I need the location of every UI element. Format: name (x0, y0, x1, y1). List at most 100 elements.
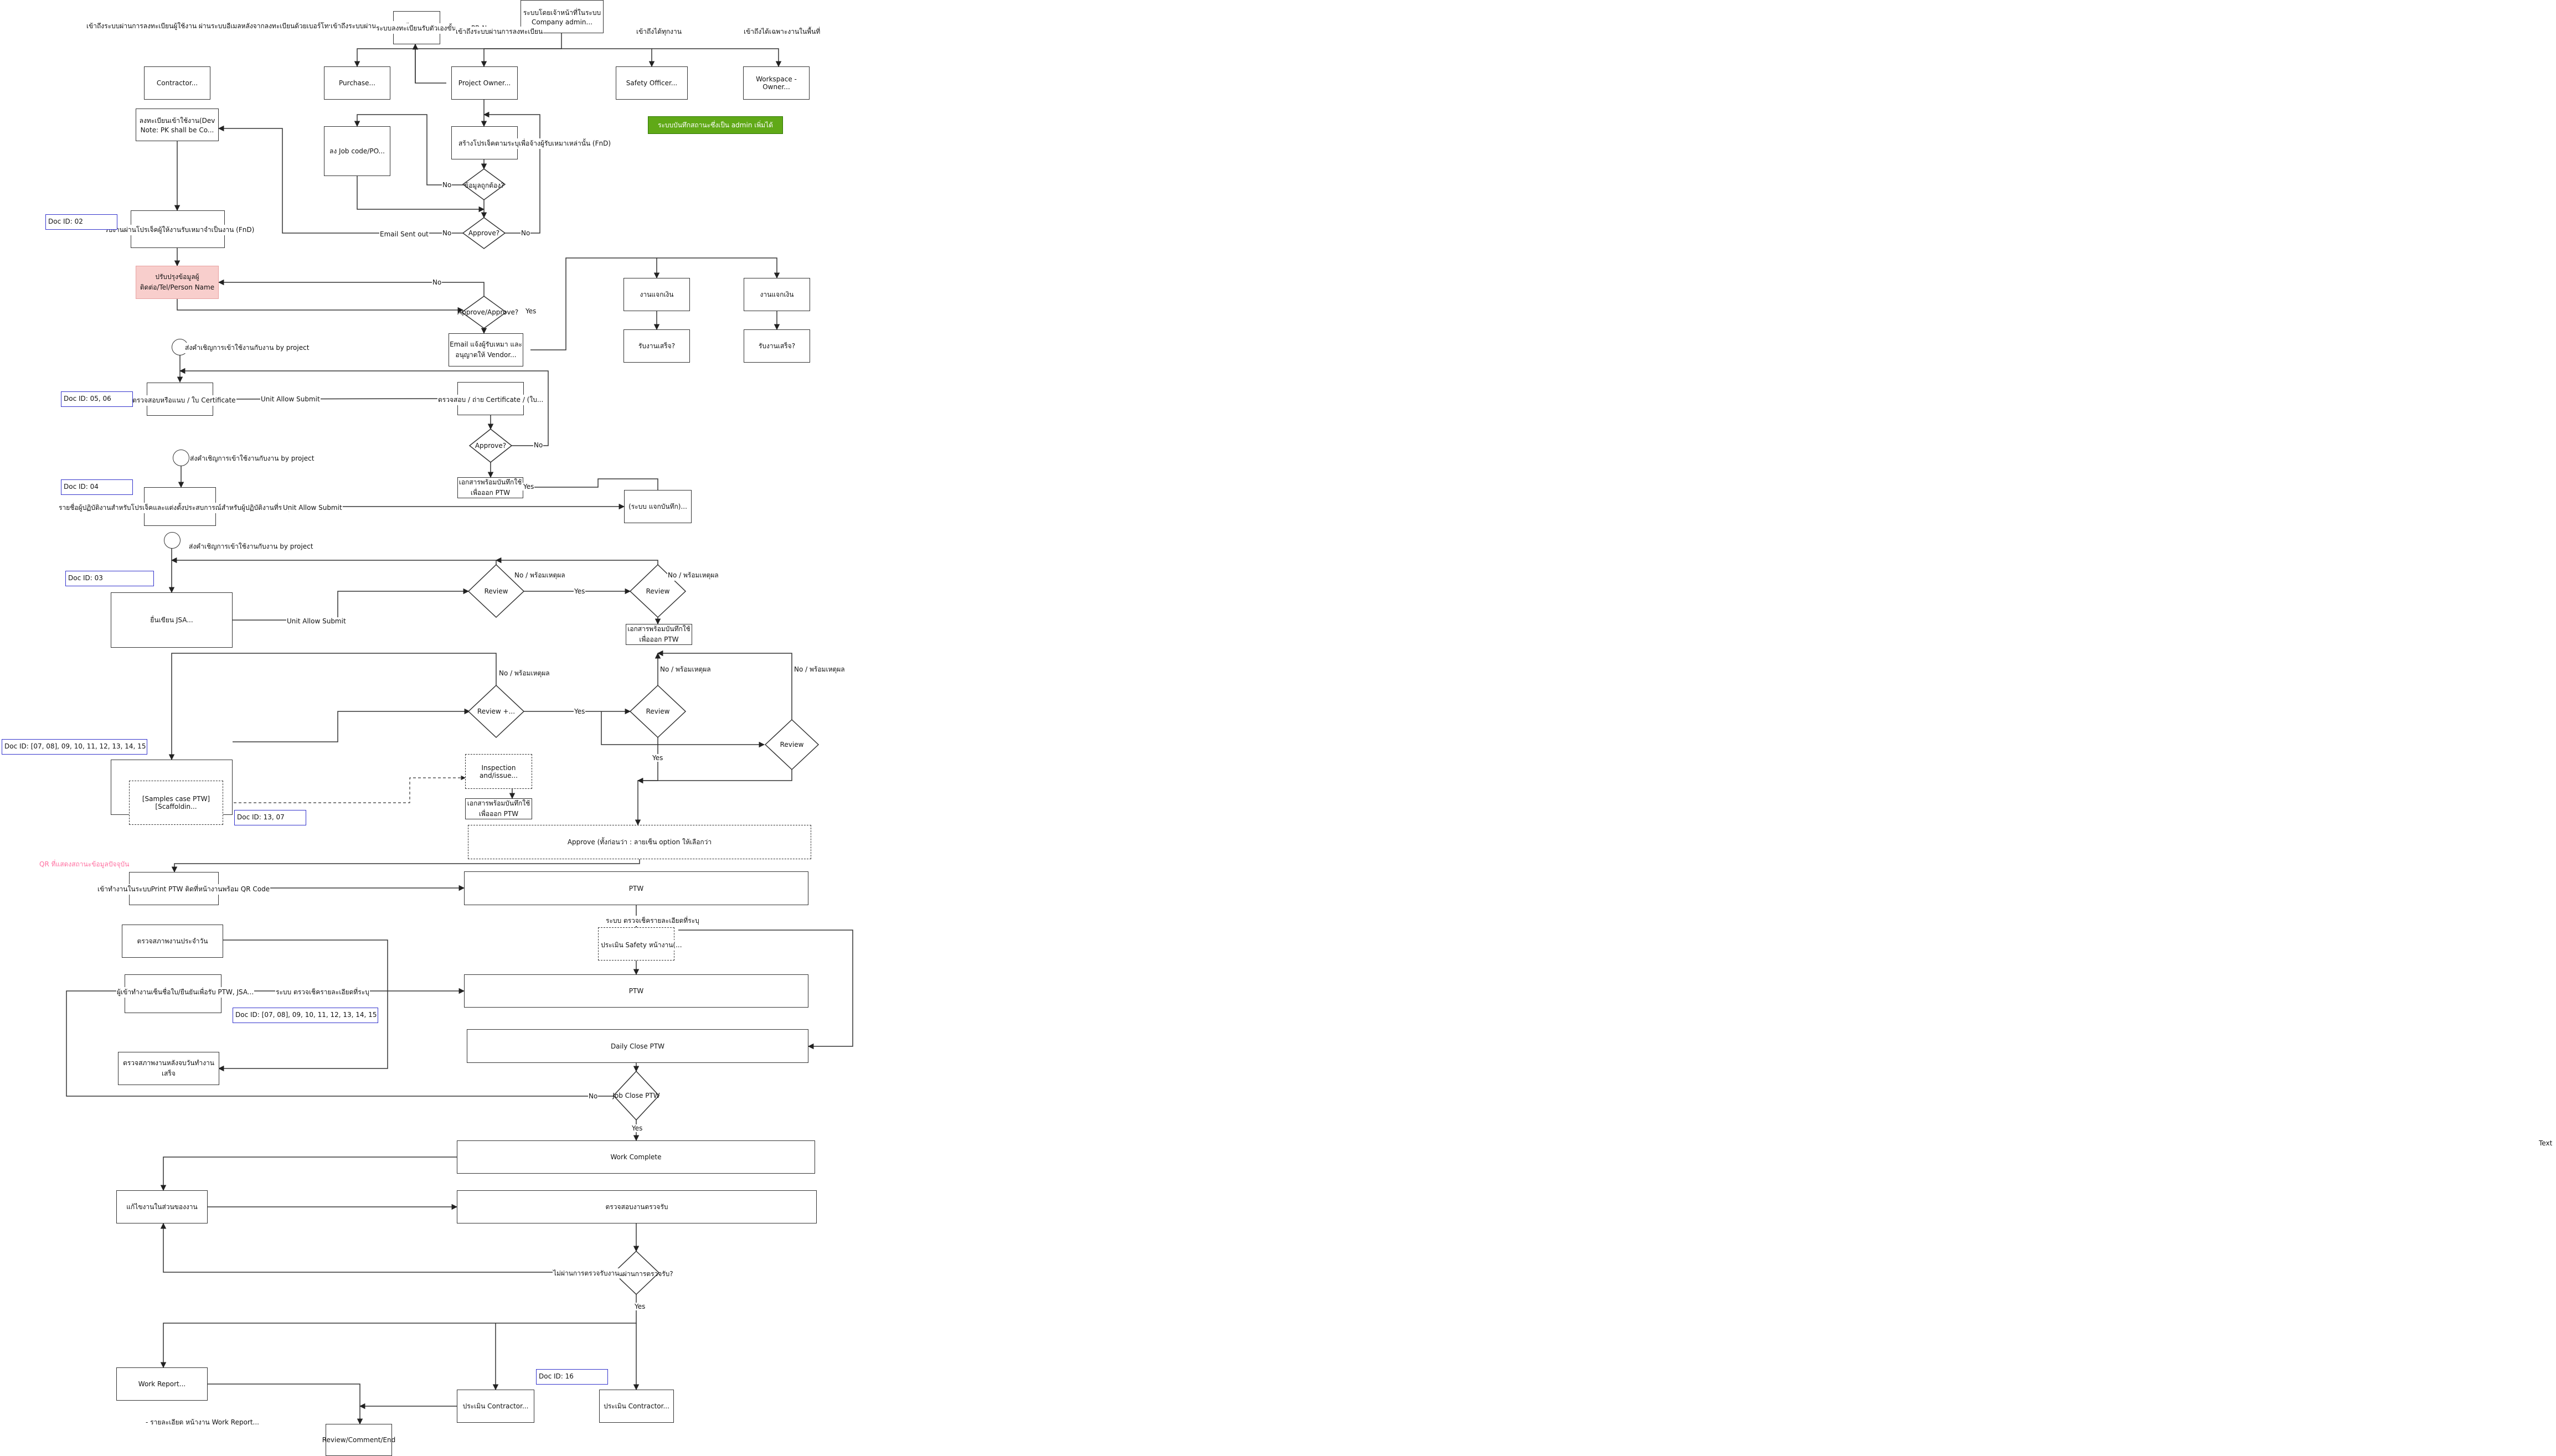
top-left-note: เข้าถึงระบบผ่านการลงทะเบียนผู้ใช้งาน ผ่า… (86, 21, 380, 32)
edge-samples-inspection (219, 775, 466, 803)
edge-readybox-doc (522, 478, 658, 491)
workspace-owner-box[interactable]: Workspace - Owner... (743, 66, 810, 100)
label-yes-ready: Yes (523, 483, 535, 491)
approve3-diamond-label[interactable]: Approve? (475, 442, 507, 450)
daily-close-box[interactable]: Daily Close PTW (467, 1029, 808, 1063)
doc-ready-ptw-box[interactable]: เอกสารพร้อมบันทึกใช้เพื่อออก PTW (626, 624, 692, 645)
review-a-diamond-label[interactable]: Review (484, 587, 508, 595)
pink-contact-box[interactable]: ปรับปรุงข้อมูลผู้ติดต่อ/Tel/Person Name (136, 266, 219, 299)
safety-officer-box[interactable]: Safety Officer... (616, 66, 688, 100)
no-reason-1: No / พร้อมเหตุผล (514, 570, 566, 581)
safety-check-label: ประเมิน Safety หน้างาน(... (600, 940, 683, 951)
edge-job-no (66, 988, 619, 1097)
edge-complete-fix (160, 1156, 457, 1191)
no-reason-4: No / พร้อมเหตุผล (659, 664, 712, 675)
qr-status-note: QR ที่แสดงสถานะข้อมูลปัจจุบัน (39, 860, 130, 868)
accept-diamond-label[interactable]: งานผ่านการตรวจรับ? (611, 1270, 673, 1278)
work-right-box[interactable]: งานแจกเงิน (744, 278, 810, 311)
review-comment-box[interactable]: Review/Comment/End (322, 1424, 395, 1456)
daily-end-box[interactable]: ตรวจสภาพงานหลังจบวันทำงานเสร็จ (118, 1052, 219, 1085)
project-owner-note: เข้าถึงระบบผ่านการลงทะเบียน (455, 27, 544, 37)
doc-id-list-2: Doc ID: [07, 08], 09, 10, 11, 12, 13, 14… (233, 1008, 378, 1023)
text-far-right: Text (2538, 1139, 2553, 1147)
receive-right-box[interactable]: รับงานเสร็จ? (744, 329, 810, 363)
edge-jsa-review-a (233, 588, 470, 621)
jsa-box[interactable]: ยื่นเขียน JSA... (111, 592, 233, 648)
label-no-close: No (588, 1092, 599, 1100)
doc-ready-1-box[interactable]: เอกสารพร้อมบันทึกใช้เพื่อออก PTW (457, 477, 523, 498)
email-vendor-box[interactable]: Email แจ้งผู้รับเหมา และอนุญาตให้ Vendor… (449, 333, 523, 366)
receive-left-box[interactable]: รับงานเสร็จ? (623, 329, 690, 363)
green-status-bar[interactable]: ระบบบันทึกสถานะซึ่งเป็น admin เพิ่มได้ (648, 116, 783, 134)
work-complete-box[interactable]: Work Complete (457, 1140, 815, 1174)
create-project-label: สร้างโปรเจ็คตามระบุเพื่อจ้างผู้รับเหมาเห… (458, 138, 612, 149)
unit-allow-1: Unit Allow Submit (260, 395, 321, 403)
edge-job-check (357, 176, 485, 213)
job-code-box[interactable]: ลง Job code/PO... (324, 126, 390, 176)
review-d-diamond-label[interactable]: Review (646, 708, 670, 715)
fix-work-box[interactable]: แก้ไขงานในส่วนของงาน (116, 1190, 208, 1223)
project-owner-box[interactable]: Project Owner... (451, 66, 518, 100)
doc-ready-2-box[interactable]: เอกสารพร้อมบันทึกใช้เพื่อออก PTW (465, 798, 532, 819)
label-no-2: No (442, 229, 452, 237)
admin-box[interactable]: ระบบโดยเจ้าหน้าที่ในระบบ Company admin..… (521, 0, 604, 33)
safety-access-note: เข้าถึงได้ทุกงาน (636, 27, 682, 37)
label-yes-4: Yes (652, 754, 664, 762)
job-close-diamond-label[interactable]: Job Close PTW (612, 1092, 660, 1099)
inspection-box[interactable]: Inspection and/issue... (465, 754, 532, 789)
eval-contractor-2-box[interactable]: ประเมิน Contractor... (599, 1390, 674, 1423)
edge-review-a-no (171, 557, 497, 565)
invite-note-3: ส่งคำเชิญการเข้าใช้งานกับงาน by project (188, 541, 314, 552)
edge-accept-no (160, 1222, 615, 1273)
edge-admin-workspace (652, 48, 782, 68)
start-circle-3 (164, 532, 181, 549)
invite-note-2: ส่งคำเชิญการเข้าใช้งานกับงาน by project (189, 453, 315, 464)
label-yes-close: Yes (631, 1124, 643, 1132)
edge-email-work-left (530, 257, 660, 350)
edge-pink-approve2 (177, 299, 464, 313)
edge-daily-loop (218, 939, 388, 1072)
review-b-diamond-shape (629, 564, 687, 618)
edge-approve2-no-pink (218, 279, 485, 296)
review-b-diamond-label[interactable]: Review (646, 587, 670, 595)
edge-review-d-approve (635, 737, 658, 826)
work-report-box[interactable]: Work Report... (116, 1367, 208, 1401)
review-e-diamond-label[interactable]: Review (780, 741, 804, 748)
work-left-box[interactable]: งานแจกเงิน (623, 278, 690, 311)
samples-box[interactable]: [Samples case PTW][Scaffoldin... (129, 781, 223, 825)
verify-box[interactable]: ตรวจสอบงานตรวจรับ (457, 1190, 817, 1223)
reject-note: ไม่ผ่านการตรวจรับงาน (553, 1268, 620, 1279)
label-no-1: No (442, 181, 452, 189)
eval-contractor-1-box[interactable]: ประเมิน Contractor... (457, 1390, 534, 1423)
ptw-close-note-label: ผู้เข้าทำงานเซ็นชื่อใบ/ยืนยันเพื่อรับ PT… (116, 987, 255, 998)
contractor-box[interactable]: Contractor... (144, 66, 210, 100)
label-yes-accept: Yes (634, 1303, 646, 1310)
daily-check-box[interactable]: ตรวจสภาพงานประจำวัน (122, 925, 223, 958)
doc-id-03: Doc ID: 03 (65, 571, 154, 586)
check-diamond-label[interactable]: ข้อมูลถูกต้อง? (464, 182, 504, 189)
approve2-diamond-label[interactable]: Approve/Approve? (457, 308, 519, 316)
ptw-2-box[interactable]: PTW (464, 974, 808, 1008)
edge-admin-safety (561, 48, 655, 68)
start-circle-2 (173, 450, 189, 466)
edge-admin-project-owner (481, 48, 561, 68)
unit-allow-2: Unit Allow Submit (282, 504, 343, 512)
label-email-sent: Email Sent out (379, 230, 429, 238)
review-c-diamond-shape (467, 684, 525, 739)
edge-approve-email (218, 125, 467, 234)
ready-box[interactable]: (ระบบ แจกบันทึก)... (624, 490, 692, 523)
doc-id-02: Doc ID: 02 (45, 214, 117, 230)
workspace-access-note: เข้าถึงได้เฉพาะงานในพื้นที่ (743, 27, 821, 37)
approve1-diamond-label[interactable]: Approve? (468, 229, 500, 237)
approve2-diamond-shape (461, 296, 507, 329)
approve-bar[interactable]: Approve (ทั้งก่อนว่า : ลายเซ็น option ให… (468, 825, 811, 859)
edge-review-e-approve (637, 770, 792, 784)
purchase-box[interactable]: Purchase... (324, 66, 390, 100)
register-box[interactable]: ลงทะเบียนเข้าใช้งาน(Dev Note: PK shall b… (136, 109, 219, 141)
review-c-diamond-label[interactable]: Review +... (477, 708, 516, 715)
ptw-1-box[interactable]: PTW (464, 871, 808, 905)
label-no-3: No (521, 229, 531, 237)
edge-accept-report (160, 1294, 637, 1369)
edge-safety-daily-close (678, 930, 853, 1050)
